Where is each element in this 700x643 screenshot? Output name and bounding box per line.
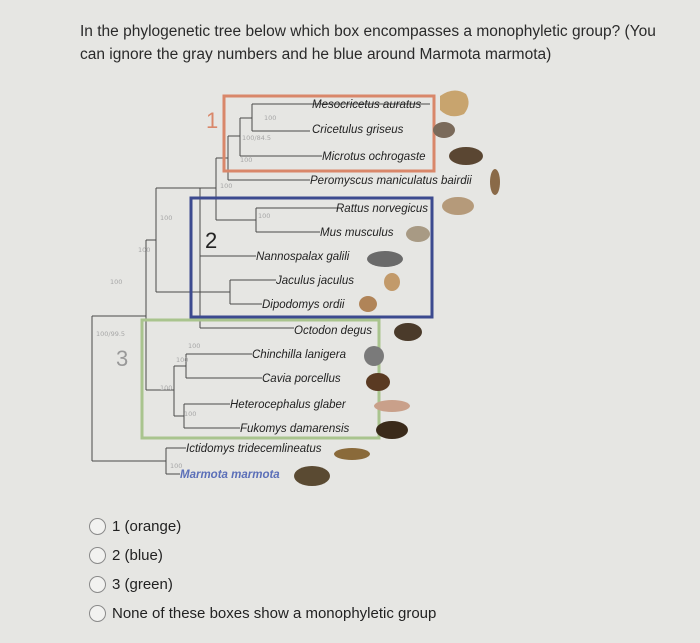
- hamster-icon: [440, 90, 469, 117]
- support-value: 100: [160, 214, 172, 222]
- support-value: 100/84.5: [242, 134, 271, 142]
- marmot-icon: [294, 466, 330, 486]
- support-value: 100: [160, 384, 172, 392]
- support-value: 100: [264, 114, 276, 122]
- support-value: 100: [138, 246, 150, 254]
- species-marmota: Marmota marmota: [180, 469, 280, 481]
- box-orange: [222, 94, 436, 173]
- support-value: 100: [220, 182, 232, 190]
- tree-branches: [91, 103, 430, 475]
- box-label-1: 1: [206, 108, 218, 133]
- option-orange[interactable]: 1 (orange): [89, 512, 436, 541]
- animal-silhouettes: [294, 90, 500, 486]
- radio-button[interactable]: [89, 547, 106, 564]
- species-mus: Mus musculus: [320, 227, 394, 239]
- chinchilla-icon: [364, 346, 384, 366]
- species-fukomys: Fukomys damarensis: [240, 423, 350, 435]
- guinea-pig-icon: [366, 373, 390, 391]
- species-jaculus: Jaculus jaculus: [275, 275, 354, 287]
- support-value: 100: [184, 410, 196, 418]
- support-value: 100: [258, 212, 270, 220]
- species-dipodomys: Dipodomys ordii: [262, 299, 345, 311]
- support-value: 100: [110, 278, 122, 286]
- vole-icon: [449, 147, 483, 165]
- mole-rat-icon: [376, 421, 408, 439]
- option-blue[interactable]: 2 (blue): [89, 541, 436, 570]
- option-green[interactable]: 3 (green): [89, 570, 436, 599]
- support-value: 100: [176, 356, 188, 364]
- species-rattus: Rattus norvegicus: [336, 203, 428, 215]
- box-label-3: 3: [116, 346, 128, 371]
- species-cricetulus: Cricetulus griseus: [312, 124, 404, 136]
- box-blue: [189, 196, 434, 319]
- support-value: 100: [170, 462, 182, 470]
- degu-icon: [394, 323, 422, 341]
- naked-mole-rat-icon: [374, 400, 410, 412]
- species-octodon: Octodon degus: [294, 325, 372, 337]
- species-ictidomys: Ictidomys tridecemlineatus: [186, 443, 322, 455]
- mole-rat-icon: [367, 251, 403, 267]
- option-label: 2 (blue): [112, 547, 163, 564]
- radio-button[interactable]: [89, 605, 106, 622]
- mouse-icon: [406, 226, 430, 242]
- species-chinchilla: Chinchilla lanigera: [252, 349, 346, 361]
- mouse-icon: [490, 169, 500, 195]
- box-green: [140, 318, 381, 440]
- species-microtus: Microtus ochrogaste: [322, 151, 426, 163]
- species-heterocephalus: Heterocephalus glaber: [230, 399, 347, 411]
- species-nannospalax: Nannospalax galili: [256, 251, 350, 263]
- support-values: 100 100/84.5 100 100 100 100 100 100 100…: [96, 114, 276, 470]
- option-label: 3 (green): [112, 576, 173, 593]
- question-text: In the phylogenetic tree below which box…: [80, 23, 656, 63]
- radio-button[interactable]: [89, 518, 106, 535]
- kangaroo-rat-icon: [359, 296, 377, 312]
- species-labels: Mesocricetus auratus Cricetulus griseus …: [180, 99, 472, 481]
- option-label: 1 (orange): [112, 518, 182, 535]
- option-label: None of these boxes show a monophyletic …: [112, 605, 437, 622]
- box-label-2: 2: [205, 228, 217, 253]
- squirrel-icon: [334, 448, 370, 460]
- support-value: 100/99.5: [96, 330, 125, 338]
- support-value: 100: [188, 342, 200, 350]
- species-cavia: Cavia porcellus: [262, 373, 341, 385]
- species-peromyscus: Peromyscus maniculatus bairdii: [310, 175, 472, 187]
- option-none[interactable]: None of these boxes show a monophyletic …: [89, 599, 436, 628]
- phylogenetic-tree: 1 2 3 100 100/84.5 100 100 100 100 100 1…: [91, 90, 500, 486]
- hamster-icon: [433, 122, 455, 138]
- radio-button[interactable]: [89, 576, 106, 593]
- answer-options: 1 (orange) 2 (blue) 3 (green) None of th…: [89, 512, 436, 628]
- species-mesocricetus: Mesocricetus auratus: [312, 99, 422, 111]
- jerboa-icon: [384, 273, 400, 291]
- rat-icon: [442, 197, 474, 215]
- support-value: 100: [240, 156, 252, 164]
